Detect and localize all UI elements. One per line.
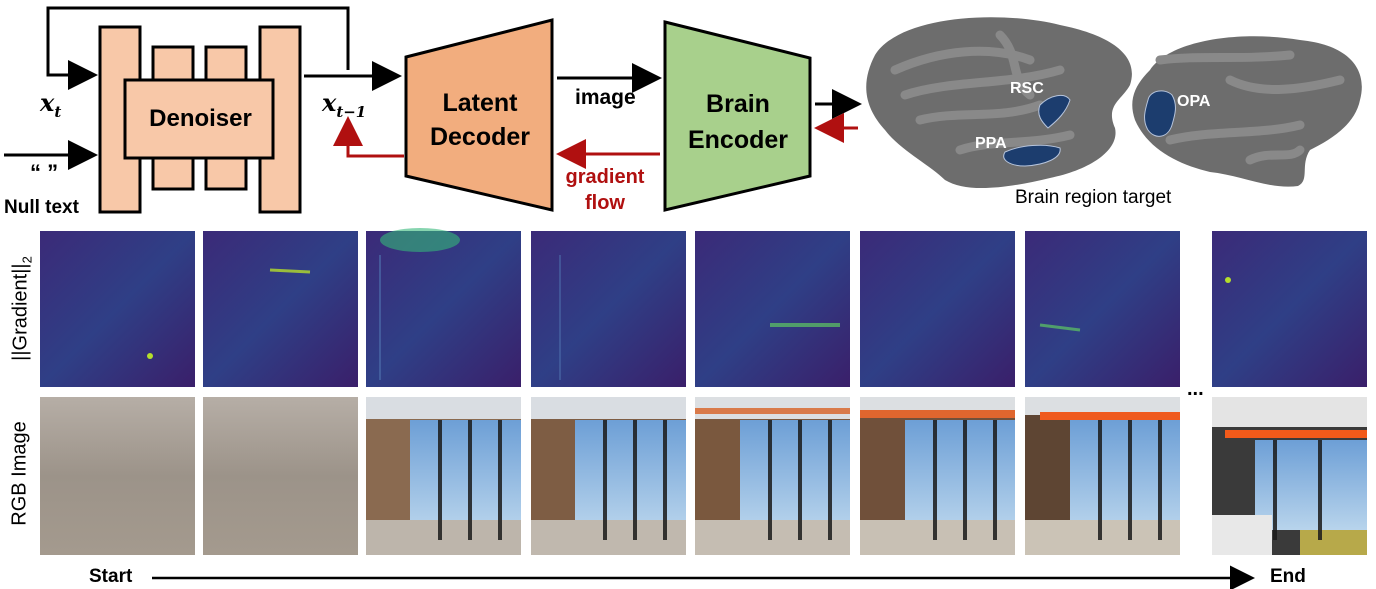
null-quotes-label: “ ” <box>30 160 59 185</box>
rgb-row-label: RGB Image <box>8 421 31 526</box>
latent-decoder-block <box>404 18 554 212</box>
gradient-map <box>860 231 1015 387</box>
xt-minus-1-label: xt−1 <box>322 88 367 121</box>
denoiser-unet <box>98 25 302 214</box>
null-text-label: Null text <box>4 197 79 218</box>
rgb-frame <box>860 397 1015 555</box>
rgb-frame <box>203 397 358 555</box>
rgb-frame <box>1025 397 1180 555</box>
brain-encoder-label: Brain Encoder <box>687 90 789 154</box>
image-label: image <box>575 86 636 109</box>
ppa-label: PPA <box>975 135 1007 152</box>
brain-medial-view <box>1132 36 1362 187</box>
opa-label: OPA <box>1177 93 1211 110</box>
gradient-row <box>40 228 1367 387</box>
ppa-roi <box>1003 144 1061 167</box>
brain-lateral-view <box>866 17 1132 189</box>
gradient-map <box>1212 231 1367 387</box>
denoiser-label: Denoiser <box>149 105 252 132</box>
gradient-map <box>531 231 686 387</box>
gradient-map <box>695 231 850 387</box>
gradient-row-label: ||Gradient||2 <box>9 256 35 361</box>
rgb-row <box>40 397 1367 555</box>
rgb-frame <box>1212 397 1367 555</box>
xt-label: xt <box>40 88 62 121</box>
gradient-flow-label: gradient flow <box>565 166 645 214</box>
rgb-frame <box>366 397 521 555</box>
brain-encoder-block <box>663 20 812 212</box>
rsc-label: RSC <box>1010 80 1044 97</box>
brain-caption: Brain region target <box>1015 187 1172 208</box>
rsc-roi <box>1038 94 1071 129</box>
rgb-frame <box>695 397 850 555</box>
latent-decoder-label: Latent Decoder <box>429 89 531 151</box>
ellipsis: ... <box>1187 378 1204 400</box>
start-label: Start <box>89 566 133 587</box>
gradient-map <box>40 231 195 387</box>
gradient-map <box>366 231 521 387</box>
gradient-to-latent-arrow <box>333 116 404 158</box>
rgb-frame <box>40 397 195 555</box>
opa-roi <box>1144 90 1176 137</box>
end-label: End <box>1270 566 1306 587</box>
gradient-map <box>1025 231 1180 387</box>
rgb-frame <box>531 397 686 555</box>
feedback-loop-arrow <box>46 6 350 90</box>
gradient-map <box>203 231 358 387</box>
